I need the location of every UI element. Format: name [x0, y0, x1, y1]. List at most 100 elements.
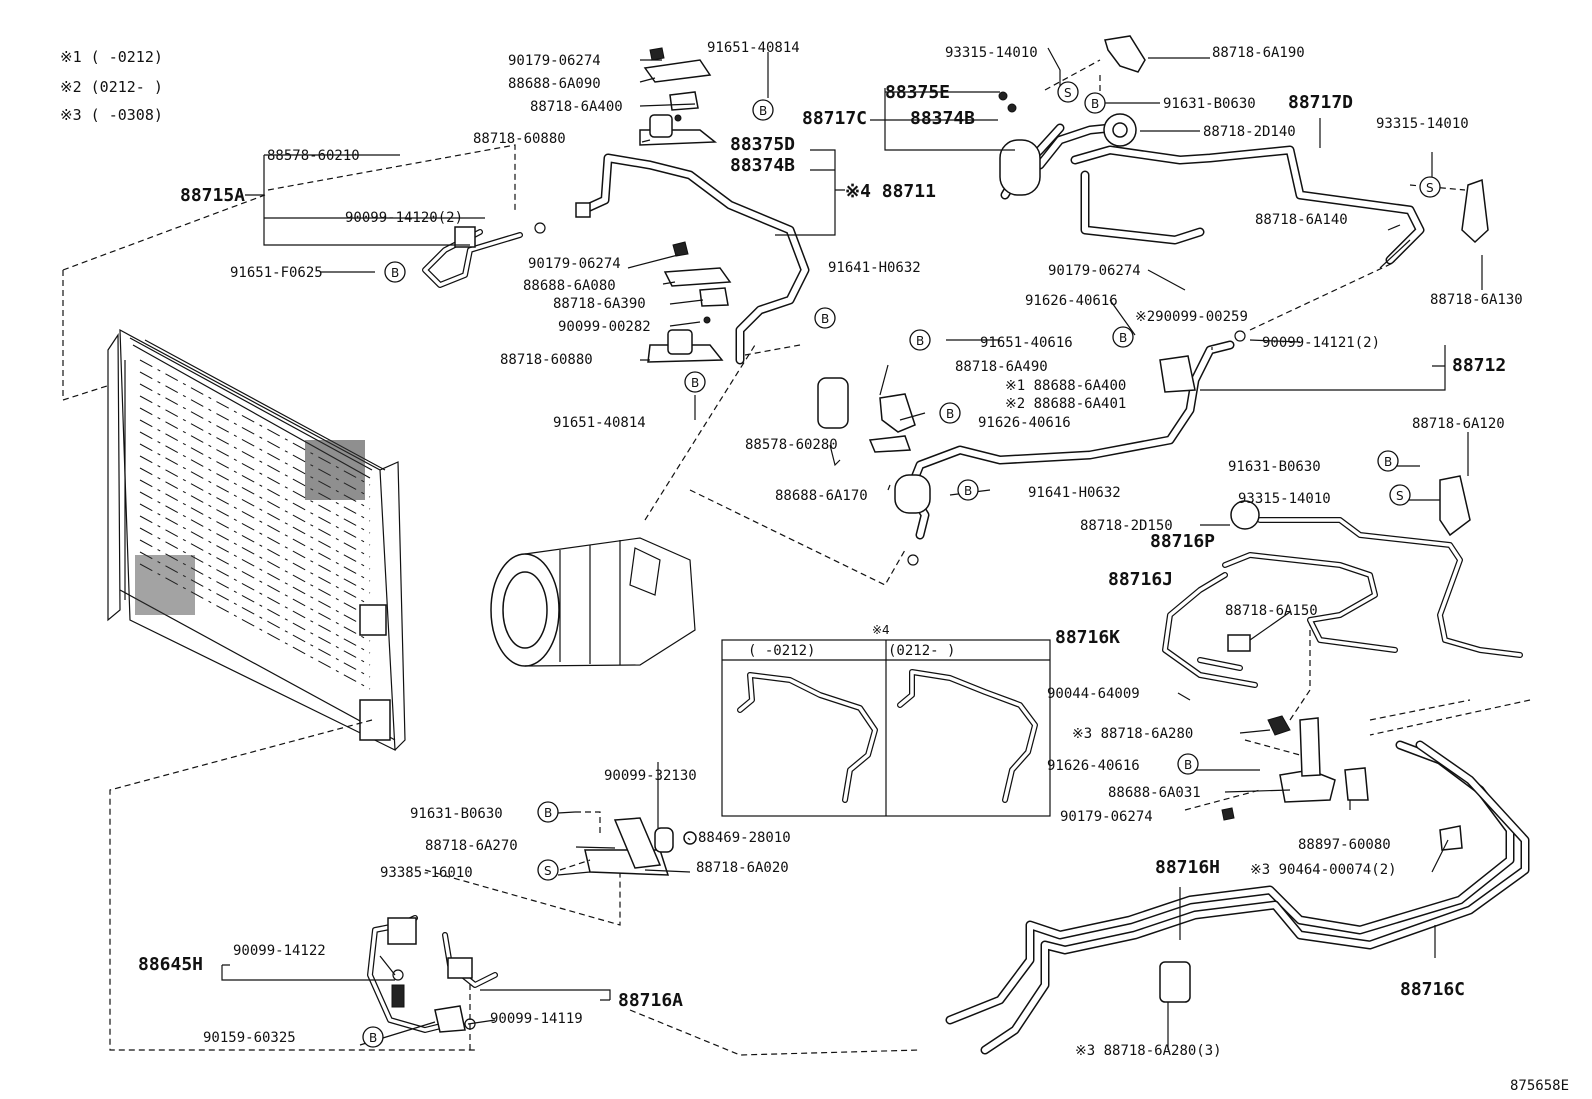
assembly-88374B-top: 88374B	[910, 108, 975, 129]
part-label: 88688-6A170	[775, 488, 868, 504]
part-label: 90179-06274	[508, 53, 601, 69]
part-label: 90099-14122	[233, 943, 326, 959]
part-label: 88718-6A490	[955, 359, 1048, 375]
b-marker: B	[1377, 450, 1399, 472]
assembly-88374B-mid: 88374B	[730, 155, 795, 176]
part-label: 91631-B0630	[410, 806, 503, 822]
b-marker: B	[957, 479, 979, 501]
part-label: 88688-6A090	[508, 76, 601, 92]
svg-text:S: S	[1426, 181, 1434, 195]
part-label: 88718-6A400	[530, 99, 623, 115]
part-label: 88718-6A150	[1225, 603, 1318, 619]
part-label: 91651-F0625	[230, 265, 323, 281]
part-label: 90159-60325	[203, 1030, 296, 1046]
svg-text:B: B	[544, 806, 552, 820]
part-label: 90179-06274	[1048, 263, 1141, 279]
part-label: 88718-6A390	[553, 296, 646, 312]
part-label: 90099-14121(2)	[1262, 335, 1380, 351]
part-label: ※2 88688-6A401	[1005, 396, 1126, 412]
bracket-group-mid	[647, 241, 732, 363]
fitting-6A170-icon	[894, 474, 931, 514]
part-label: 88718-6A270	[425, 838, 518, 854]
assembly-88712: 88712	[1452, 355, 1506, 376]
part-label: 90179-06274	[1060, 809, 1153, 825]
assembly-88375E: 88375E	[885, 82, 950, 103]
o-ring-icon	[534, 222, 546, 234]
assembly-88645H: 88645H	[138, 954, 203, 975]
part-label: 91626-40616	[1047, 758, 1140, 774]
part-label: 91651-40814	[707, 40, 800, 56]
s-marker: S	[1419, 176, 1441, 198]
inset-variants: ※4 ( -0212) (0212- )	[721, 623, 1051, 817]
part-labels: 88578-60210 90099-14120(2) 91651-F0625 9…	[203, 40, 1523, 1059]
part-label: 90044-64009	[1047, 686, 1140, 702]
part-label: 91626-40616	[978, 415, 1071, 431]
b-marker: B	[537, 801, 559, 823]
part-label: ※3 88718-6A280(3)	[1075, 1043, 1222, 1059]
svg-text:B: B	[916, 334, 924, 348]
part-label: 93385-16010	[380, 865, 473, 881]
b-marker: B	[814, 307, 836, 329]
note-1: ※1 ( -0212)	[60, 48, 163, 66]
inset-note: ※4	[872, 623, 890, 637]
b-marker: B	[939, 402, 961, 424]
part-label: ※3 90464-00074(2)	[1250, 862, 1397, 878]
assembly-88716K: 88716K	[1055, 627, 1120, 648]
svg-text:B: B	[964, 484, 972, 498]
part-label: 91631-B0630	[1163, 96, 1256, 112]
assembly-88717D: 88717D	[1288, 92, 1353, 113]
part-label: 91641-H0632	[828, 260, 921, 276]
assembly-88716C: 88716C	[1400, 979, 1465, 1000]
hose-88578-60280-icon	[817, 377, 849, 429]
part-label: 88718-6A120	[1412, 416, 1505, 432]
part-label: 90099-32130	[604, 768, 697, 784]
condenser	[107, 328, 406, 751]
part-label: 88718-2D150	[1080, 518, 1173, 534]
part-label: 88469-28010	[698, 830, 791, 846]
assembly-88716H: 88716H	[1155, 857, 1220, 878]
part-label: 88718-6A190	[1212, 45, 1305, 61]
svg-text:B: B	[369, 1031, 377, 1045]
part-label: 90099-14119	[490, 1011, 583, 1027]
part-label: 93315-14010	[1238, 491, 1331, 507]
s-marker: S	[1389, 484, 1411, 506]
b-marker: B	[909, 329, 931, 351]
svg-text:S: S	[1064, 86, 1072, 100]
receiver-icon	[999, 139, 1041, 196]
svg-text:S: S	[1396, 489, 1404, 503]
assembly-88375D: 88375D	[730, 134, 795, 155]
part-label: 93315-14010	[945, 45, 1038, 61]
fitting-icon	[454, 226, 476, 248]
assembly-88716J: 88716J	[1108, 569, 1173, 590]
assembly-88715A: 88715A	[180, 185, 245, 206]
s-marker: S	[537, 859, 559, 881]
compressor	[490, 537, 696, 667]
svg-text:B: B	[759, 104, 767, 118]
clamp-6A280-icon	[1159, 961, 1191, 1003]
note-2: ※2 (0212- )	[60, 78, 163, 96]
part-label: ※1 88688-6A400	[1005, 378, 1126, 394]
assembly-88716P: 88716P	[1150, 531, 1215, 552]
b-marker: B	[384, 261, 406, 283]
b-marker: B	[1177, 753, 1199, 775]
b-marker: B	[1084, 92, 1106, 114]
part-label: 88718-60880	[473, 131, 566, 147]
marker-group: B B B B S B S B B B B B S B B S B	[362, 81, 1441, 1048]
part-label: 88897-60080	[1298, 837, 1391, 853]
part-label: ※290099-00259	[1135, 309, 1248, 325]
svg-text:B: B	[1384, 455, 1392, 469]
svg-text:B: B	[946, 407, 954, 421]
part-label: ※3 88718-6A280	[1072, 726, 1193, 742]
part-label: 91631-B0630	[1228, 459, 1321, 475]
b-marker: B	[362, 1026, 384, 1048]
assembly-88711: ※4 88711	[845, 181, 936, 202]
part-label: 90099-00282	[558, 319, 651, 335]
svg-text:S: S	[544, 864, 552, 878]
svg-text:B: B	[391, 266, 399, 280]
part-label: 88578-60210	[267, 148, 360, 164]
part-label: 88718-6A140	[1255, 212, 1348, 228]
svg-text:B: B	[1091, 97, 1099, 111]
svg-text:B: B	[1119, 331, 1127, 345]
b-marker: B	[684, 371, 706, 393]
